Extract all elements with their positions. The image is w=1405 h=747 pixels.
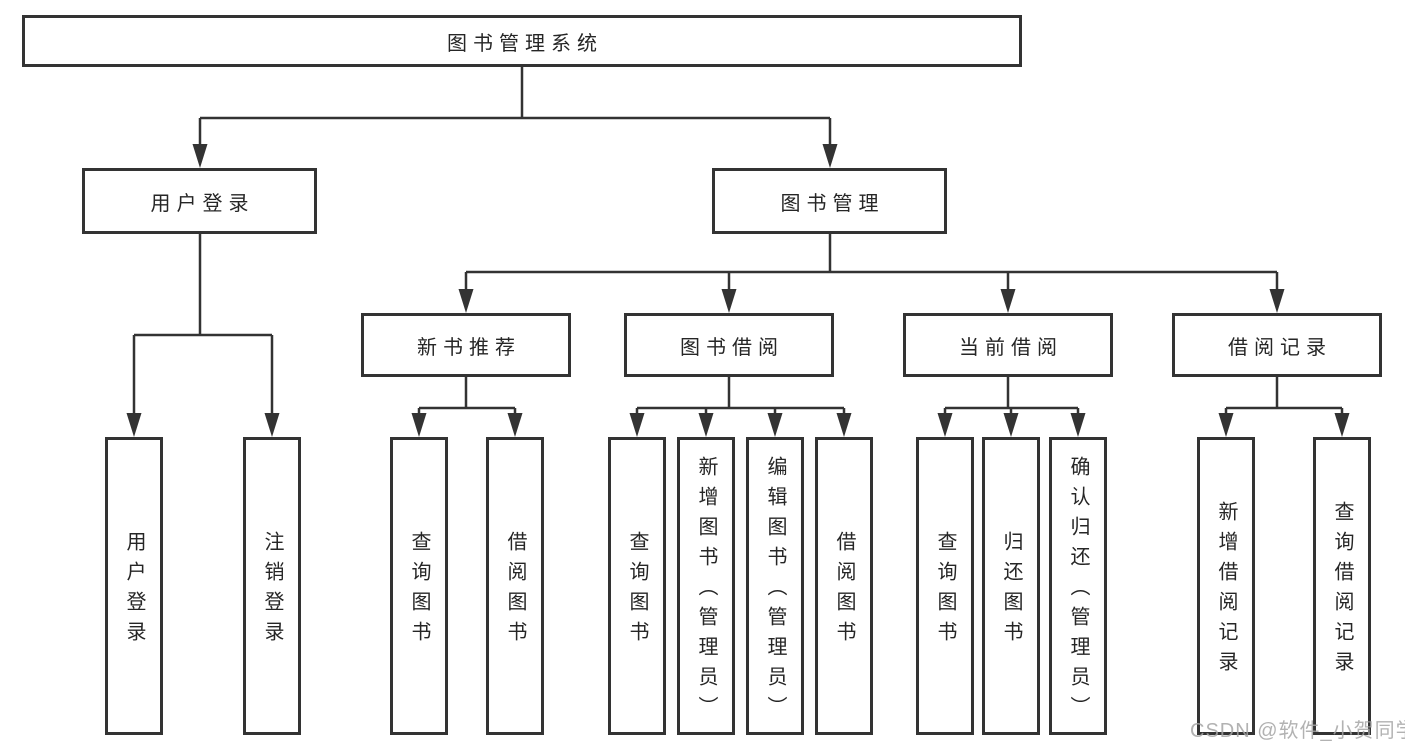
leaf-br-add-record-label: 新增借阅记录 [1215,501,1237,681]
leaf-br-add-record: 新增借阅记录 [1197,437,1255,735]
node-new-book-rec: 新书推荐 [361,313,571,377]
leaf-bb-edit-books-label: 编辑图书（管理员） [764,456,786,726]
node-book-borrow-label: 图书借阅 [680,336,784,359]
arrowheads [126,144,1350,437]
node-borrow-record: 借阅记录 [1172,313,1382,377]
leaf-br-query-record: 查询借阅记录 [1313,437,1371,735]
leaf-bb-edit-books: 编辑图书（管理员） [746,437,804,735]
leaf-cb-confirm-return-label: 确认归还（管理员） [1067,456,1089,726]
leaf-bb-borrow-books: 借阅图书 [815,437,873,735]
leaf-rec-query-books: 查询图书 [390,437,448,735]
leaf-br-query-record-label: 查询借阅记录 [1331,501,1353,681]
leaf-bb-borrow-books-label: 借阅图书 [833,531,855,651]
node-root-label: 图书管理系统 [447,32,603,55]
leaf-bb-add-books: 新增图书（管理员） [677,437,735,735]
leaf-bb-query-books: 查询图书 [608,437,666,735]
leaf-cb-query-books-label: 查询图书 [934,531,956,651]
leaf-rec-borrow-books-label: 借阅图书 [504,531,526,651]
leaf-bb-query-books-label: 查询图书 [626,531,648,651]
node-borrow-record-label: 借阅记录 [1228,336,1332,359]
node-book-mgmt-label: 图书管理 [780,192,885,215]
node-book-mgmt: 图书管理 [712,168,947,234]
leaf-user-login-label: 用户登录 [123,531,145,651]
csdn-watermark: CSDN @软件_小贺同学 [1190,720,1405,742]
node-root: 图书管理系统 [22,15,1022,67]
leaf-logout: 注销登录 [243,437,301,735]
leaf-cb-return-books: 归还图书 [982,437,1040,735]
node-user-login-label: 用户登录 [150,192,255,215]
leaf-rec-query-books-label: 查询图书 [408,531,430,651]
node-current-borrow-label: 当前借阅 [959,336,1063,359]
leaf-cb-return-books-label: 归还图书 [1000,531,1022,651]
leaf-cb-confirm-return: 确认归还（管理员） [1049,437,1107,735]
leaf-rec-borrow-books: 借阅图书 [486,437,544,735]
leaf-bb-add-books-label: 新增图书（管理员） [695,456,717,726]
leaf-user-login: 用户登录 [105,437,163,735]
node-book-borrow: 图书借阅 [624,313,834,377]
leaf-logout-label: 注销登录 [261,531,283,651]
leaf-cb-query-books: 查询图书 [916,437,974,735]
node-new-book-rec-label: 新书推荐 [417,336,521,359]
node-user-login: 用户登录 [82,168,317,234]
node-current-borrow: 当前借阅 [903,313,1113,377]
